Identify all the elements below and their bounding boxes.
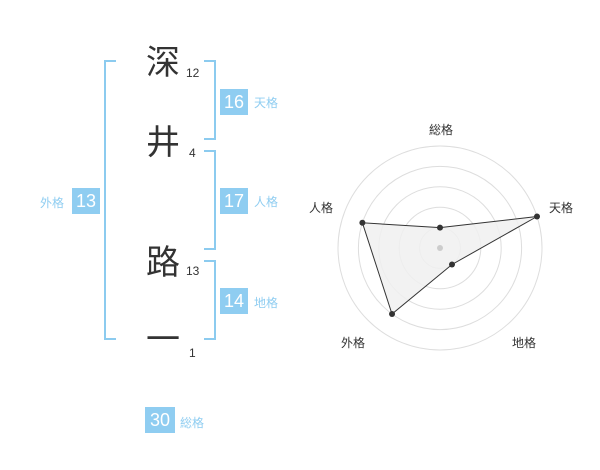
radar-axis-label-gaikaku: 外格 bbox=[341, 335, 365, 350]
stroke-count-4: 1 bbox=[189, 346, 196, 360]
tenkaku-bracket bbox=[204, 60, 216, 140]
jinkaku-value: 17 bbox=[220, 188, 248, 214]
radar-axis-label-jinkaku: 人格 bbox=[309, 200, 333, 215]
radar-point-4 bbox=[359, 219, 366, 226]
stroke-count-3: 13 bbox=[186, 264, 200, 278]
gaikaku-value: 13 bbox=[72, 188, 100, 214]
soukaku-label: 総格 bbox=[180, 416, 205, 430]
radar-axis-label-tenkaku: 天格 bbox=[549, 200, 573, 215]
radar-axis-label-soukaku: 総格 bbox=[429, 122, 453, 137]
gaikaku-label: 外格 bbox=[40, 196, 65, 210]
tenkaku-value: 16 bbox=[220, 89, 248, 115]
name-char-2: 井 bbox=[146, 123, 180, 163]
name-char-1: 深 bbox=[146, 43, 180, 83]
soukaku-value: 30 bbox=[145, 407, 175, 433]
name-char-4: 一 bbox=[146, 320, 180, 360]
radar-axis-label-chikaku: 地格 bbox=[512, 335, 536, 350]
radar-point-3 bbox=[389, 311, 396, 318]
chikaku-bracket bbox=[204, 260, 216, 340]
radar-grid-ring bbox=[357, 165, 523, 331]
stroke-count-2: 4 bbox=[189, 146, 196, 160]
radar-point-1 bbox=[534, 213, 541, 220]
jinkaku-label: 人格 bbox=[254, 195, 279, 209]
name-char-3: 路 bbox=[146, 243, 180, 283]
radar-point-0 bbox=[437, 224, 443, 231]
tenkaku-label: 天格 bbox=[254, 96, 279, 110]
jinkaku-bracket bbox=[204, 150, 216, 250]
stroke-count-1: 12 bbox=[186, 66, 200, 80]
chikaku-label: 地格 bbox=[254, 296, 279, 310]
radar-points bbox=[359, 213, 541, 318]
radar-center-dot bbox=[437, 245, 443, 251]
gaikaku-bracket bbox=[104, 60, 116, 340]
chikaku-value: 14 bbox=[220, 288, 248, 314]
radar-point-2 bbox=[448, 261, 455, 268]
radar-grid-ring bbox=[337, 145, 543, 351]
